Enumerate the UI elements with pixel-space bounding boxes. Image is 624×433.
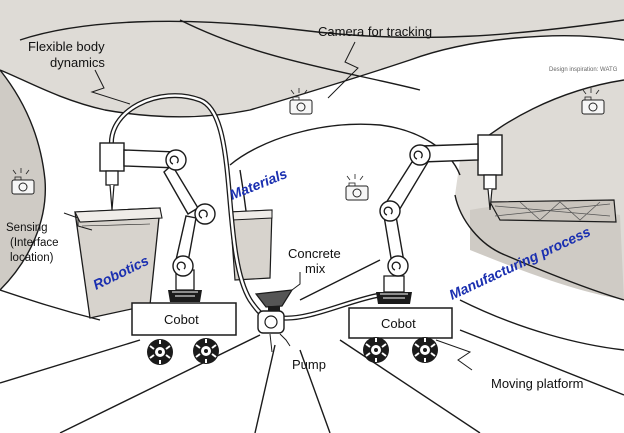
category-materials: Materials	[227, 165, 289, 203]
label-sensing-3: location)	[10, 252, 54, 264]
right-robot-arm	[376, 134, 503, 304]
label-sensing-2: (Interface	[10, 237, 59, 249]
label-flexible-body-1: Flexible body	[28, 39, 105, 54]
label-cobot-left: Cobot	[164, 312, 199, 327]
hopper-icon	[254, 289, 294, 312]
left-robot-arm	[99, 142, 216, 302]
pump-icon	[257, 310, 285, 353]
label-flexible-body-2: dynamics	[50, 55, 105, 70]
label-moving-platform: Moving platform	[491, 376, 583, 391]
camera-icon	[345, 173, 369, 201]
cobot-right-base	[348, 307, 453, 364]
label-concrete-1: Concrete	[288, 246, 341, 261]
label-sensing-1: Sensing	[6, 222, 48, 234]
label-design-credit: Design inspiration: WATG	[549, 67, 618, 73]
right-printed-beam	[488, 199, 617, 223]
left-printed-bin	[74, 207, 163, 319]
leader-lines	[63, 41, 473, 371]
middle-printed-bin	[229, 209, 273, 281]
label-concrete-2: mix	[305, 261, 326, 276]
label-cobot-right: Cobot	[381, 316, 416, 331]
cobot-left-base	[131, 302, 237, 366]
label-camera: Camera for tracking	[318, 24, 432, 39]
wheel-icon	[362, 336, 390, 364]
wheel-icon	[146, 338, 174, 366]
label-pump: Pump	[292, 357, 326, 372]
wheel-icon	[411, 336, 439, 364]
wheel-icon	[192, 337, 220, 365]
